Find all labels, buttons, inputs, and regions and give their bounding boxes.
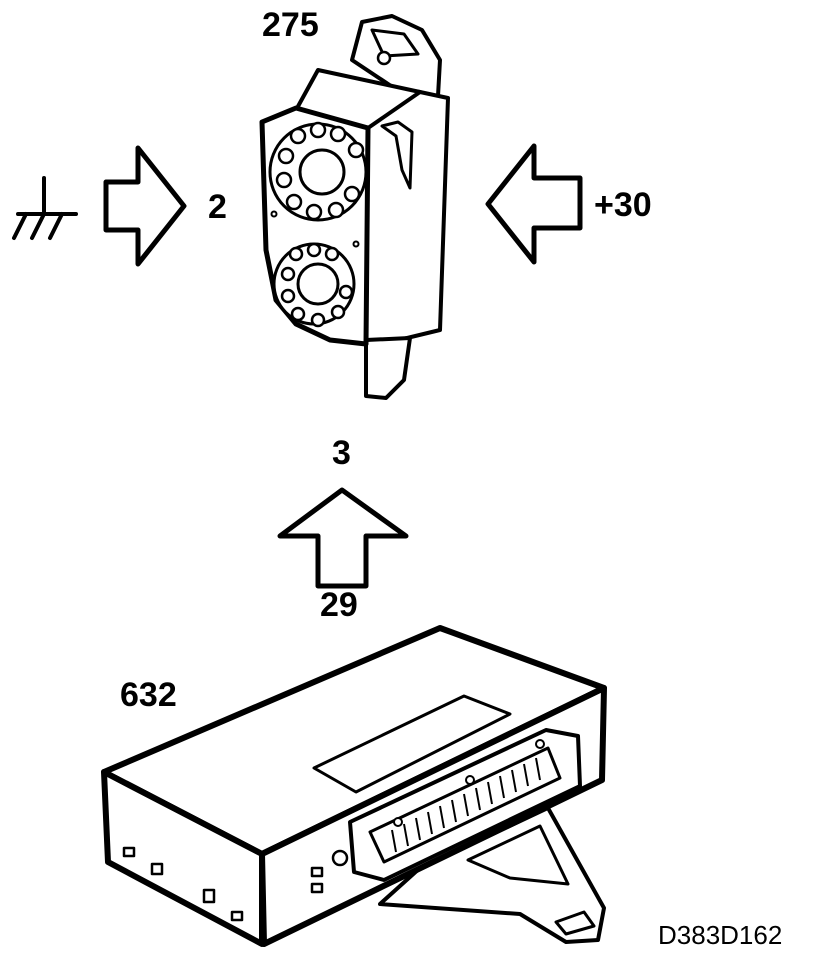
- label-pin-supply: +30: [594, 186, 652, 224]
- label-pin-ground: 2: [208, 188, 227, 226]
- label-module: 632: [120, 676, 177, 714]
- relay-unit: [259, 14, 450, 400]
- arrow-right-icon: [103, 145, 187, 267]
- label-pin-signal-out: 29: [320, 586, 358, 624]
- arrow-left-icon: [485, 143, 583, 265]
- figure-reference: D383D162: [658, 920, 782, 950]
- arrow-up-icon: [277, 487, 409, 589]
- label-relay: 275: [262, 6, 319, 44]
- ground-symbol-icon: [12, 176, 78, 240]
- control-module: [101, 625, 607, 947]
- label-pin-signal-in: 3: [332, 434, 351, 472]
